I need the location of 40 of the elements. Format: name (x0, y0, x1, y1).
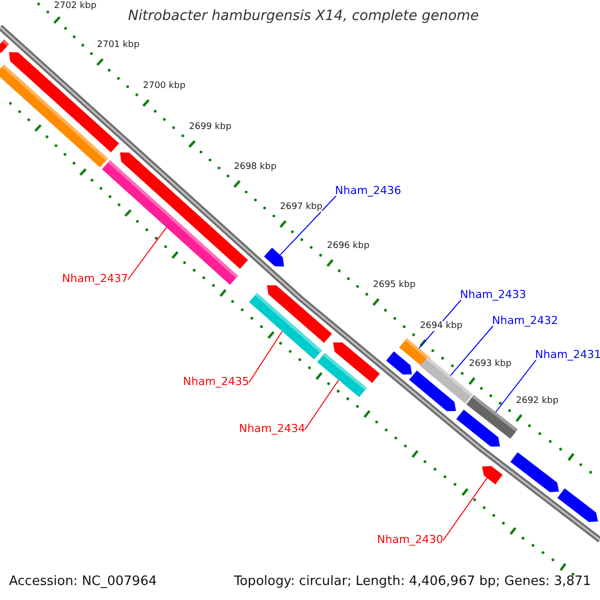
leader-line (280, 196, 336, 256)
scale-label: 2696 kbp (327, 241, 370, 252)
leader-line (304, 380, 340, 430)
gene-block (333, 342, 380, 383)
gene-label: Nham_2431 (535, 349, 600, 362)
gene-block (267, 285, 332, 343)
gene-label: Nham_2432 (492, 315, 558, 328)
scale-label: 2702 kbp (54, 1, 96, 12)
genome-summary: Topology: circular; Length: 4,406,967 bp; Genes: 3,871 (234, 575, 592, 590)
gene-label: Nham_2436 (335, 185, 402, 198)
gene-label: Nham_2433 (460, 289, 526, 302)
leader-line (450, 326, 494, 376)
scale-label: 2700 kbp (143, 81, 186, 92)
gene-block (9, 52, 120, 152)
gene-block (409, 370, 456, 412)
diagram-title: Nitrobacter hamburgensis X14, complete genome (128, 8, 479, 24)
scale-label: 2692 kbp (516, 396, 558, 406)
gene-block (456, 410, 500, 447)
gene-block (510, 452, 559, 492)
leader-line (128, 226, 167, 280)
gene-block (557, 488, 598, 522)
scale-label: 2695 kbp (373, 280, 416, 290)
gene-block (386, 351, 412, 374)
scale-label: 2701 kbp (97, 40, 140, 50)
gene-bar (466, 394, 518, 439)
leader-line (442, 477, 488, 541)
gene-label: Nham_2430 (377, 534, 444, 547)
accession-label: Accession: NC_007964 (9, 575, 157, 590)
gene-block (482, 466, 503, 484)
scale-label: 2693 kbp (469, 359, 512, 370)
leader-line (248, 330, 283, 383)
gene-label: Nham_2435 (183, 376, 250, 389)
scale-label: 2697 kbp (280, 202, 322, 212)
gene-label: Nham_2434 (239, 423, 306, 436)
scale-label: 2699 kbp (189, 122, 232, 132)
scale-label: 2694 kbp (420, 321, 462, 332)
gene-bar (0, 40, 10, 53)
gene-block (264, 248, 284, 267)
gene-label: Nham_2437 (62, 273, 128, 286)
scale-label: 2698 kbp (234, 162, 276, 172)
